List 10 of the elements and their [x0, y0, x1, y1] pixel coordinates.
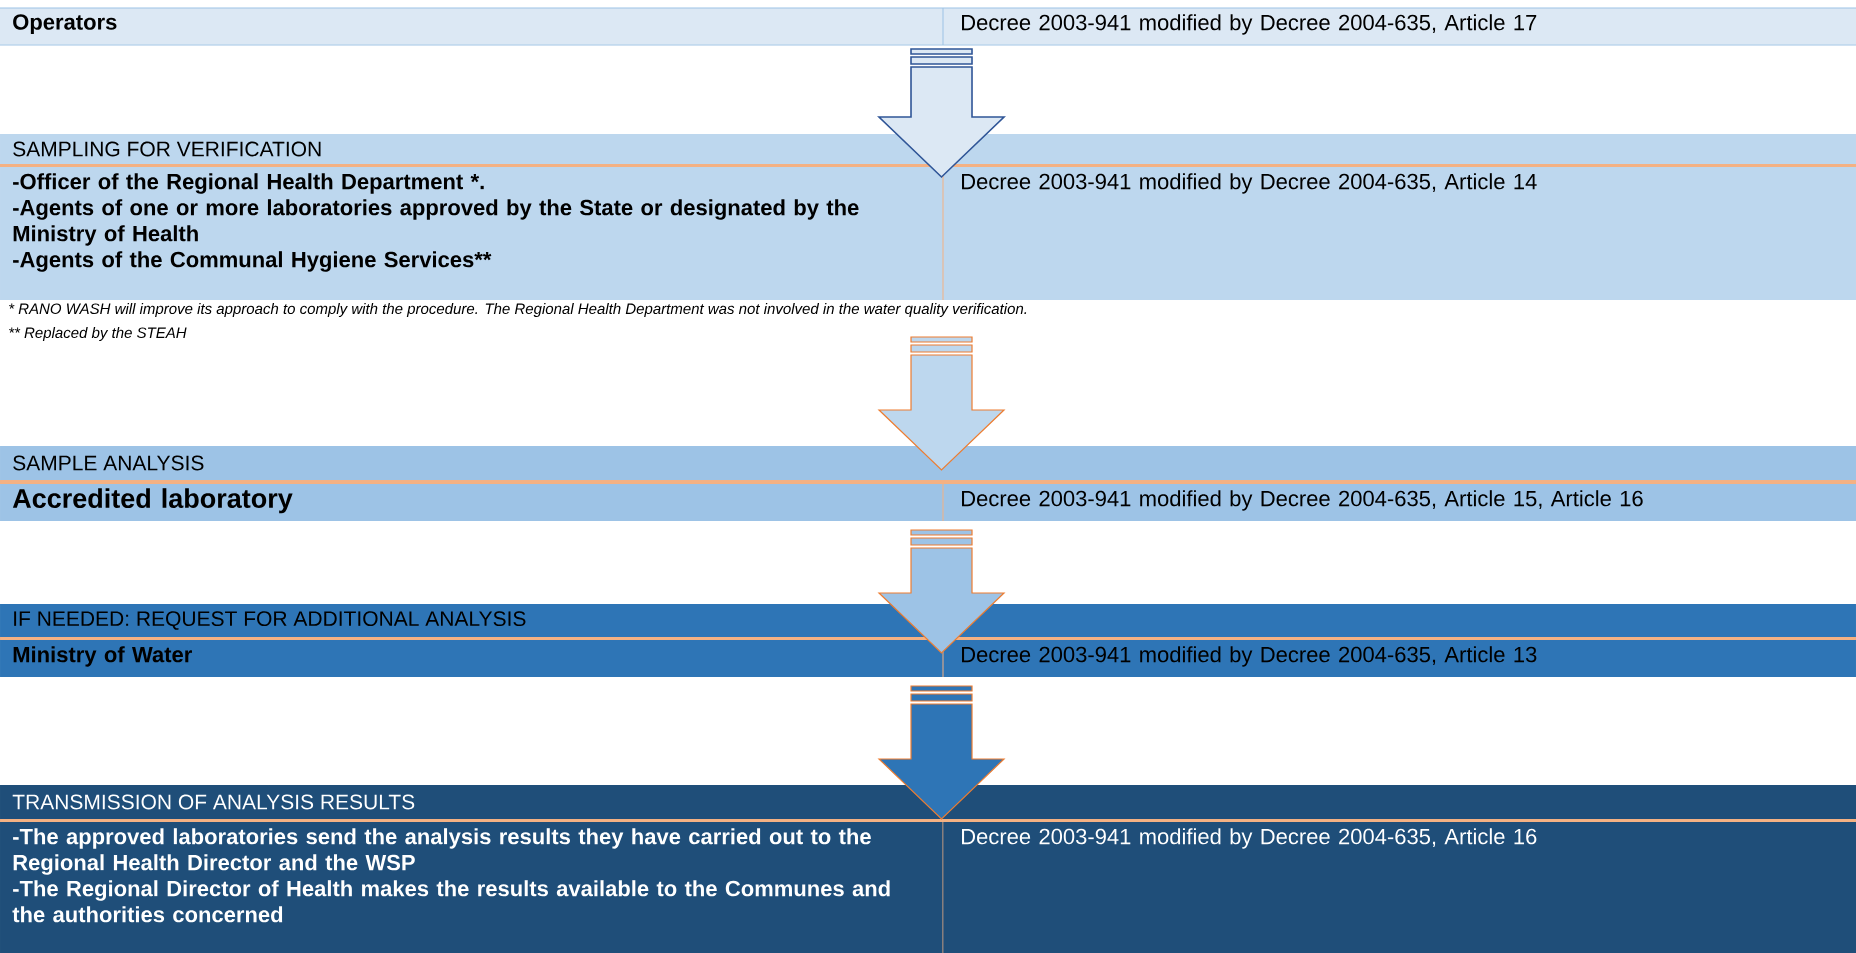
block-arrow: [877, 529, 1006, 654]
footnote: ** Replaced by the STEAH: [9, 327, 187, 341]
block-arrow: [877, 336, 1006, 471]
table-row: Operators Decree 2003-941 modified by Decree 2004-635, Article 17: [0, 7, 1856, 46]
table-row: SAMPLING FOR VERIFICATION -Officer of the Regional Health Department *. -Agents of one or more laboratories approved by the State or designated by the Ministry of Health -Agents of the Communal Hygiene Services** Decree 2003-941 modified by Decree 2004-635, Article 14: [0, 134, 1856, 301]
block-arrow: [877, 48, 1006, 179]
table-row: TRANSMISSION OF ANALYSIS RESULTS -The approved laboratories send the analysis results they have carried out to the Regional Health Director and the WSP -The Regional Director of Health makes the results available to the Communes and the authorities concerned Decree 2003-941 modified by Decree 2004-635, Article 16: [0, 785, 1856, 953]
table-row: IF NEEDED: REQUEST FOR ADDITIONAL ANALYSIS Ministry of Water Decree 2003-941 modified by Decree 2004-635, Article 13: [0, 604, 1856, 678]
block-arrow: [877, 685, 1006, 820]
table-row: SAMPLE ANALYSIS Accredited laboratory Decree 2003-941 modified by Decree 2004-635, Article 15, Article 16: [0, 446, 1856, 522]
